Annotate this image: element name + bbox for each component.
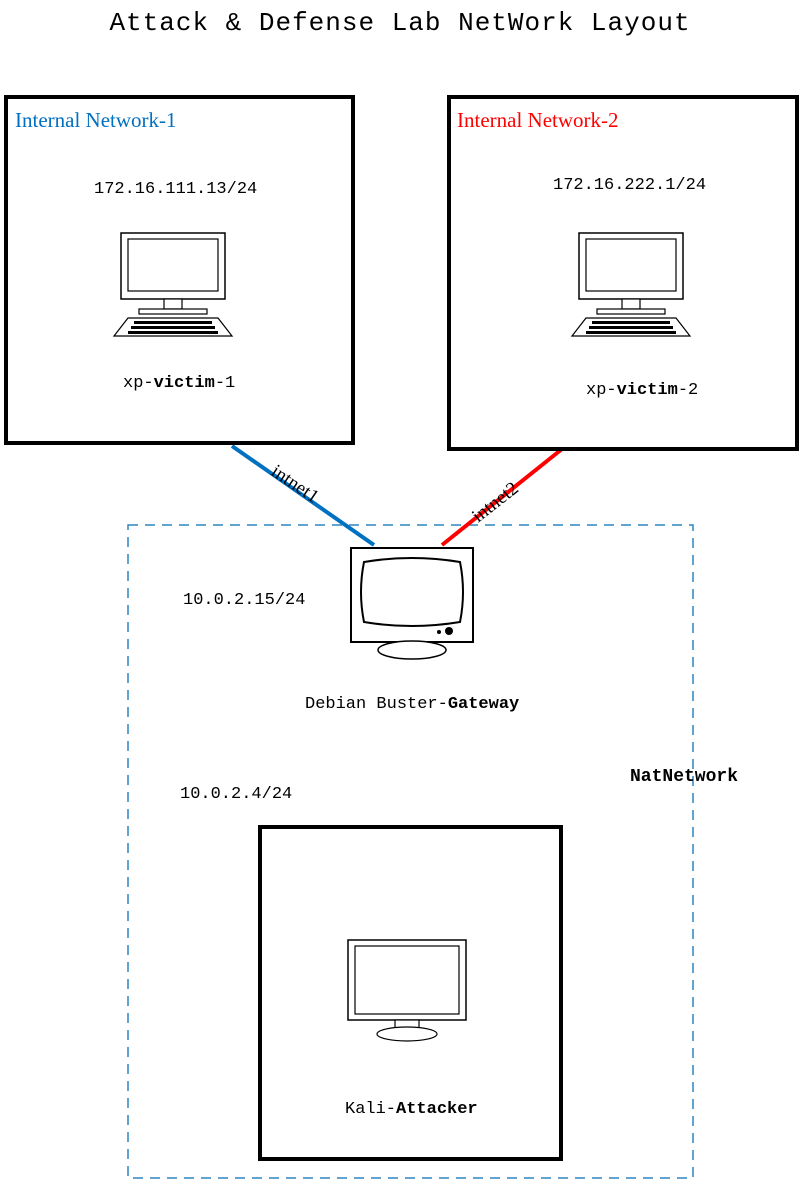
attacker-hostname: Kali-Attacker (345, 1100, 478, 1119)
gateway-ip: 10.0.2.15/24 (183, 591, 306, 610)
gateway-hostname: Debian Buster-Gateway (305, 695, 520, 714)
victim-2-ip: 172.16.222.1/24 (553, 176, 707, 195)
internal-network-2-label: Internal Network-2 (457, 108, 619, 132)
lcd-monitor-icon (347, 939, 467, 1042)
victim-2-hostname: xp-victim-2 (586, 381, 699, 400)
attacker-ip: 10.0.2.4/24 (180, 785, 293, 804)
internal-network-1-label: Internal Network-1 (15, 108, 177, 132)
intnet2-link (440, 447, 564, 547)
victim-1-ip: 172.16.111.13/24 (94, 180, 258, 199)
natnetwork-boundary (127, 524, 694, 1179)
computer-monitor-keyboard-icon (112, 232, 234, 337)
internal-network-2-box (447, 95, 799, 451)
victim-1-hostname: xp-victim-1 (123, 374, 236, 393)
computer-monitor-keyboard-icon (570, 232, 692, 337)
internal-network-1-box (4, 95, 355, 445)
intnet1-label: intnet1 (267, 461, 323, 508)
intnet1-link (230, 444, 376, 547)
crt-monitor-icon (350, 547, 474, 660)
diagram-title: Attack & Defense Lab NetWork Layout (109, 8, 691, 38)
intnet2-label: intnet2 (468, 478, 523, 527)
kali-attacker-box (258, 825, 563, 1161)
natnetwork-label: NatNetwork (630, 767, 739, 787)
